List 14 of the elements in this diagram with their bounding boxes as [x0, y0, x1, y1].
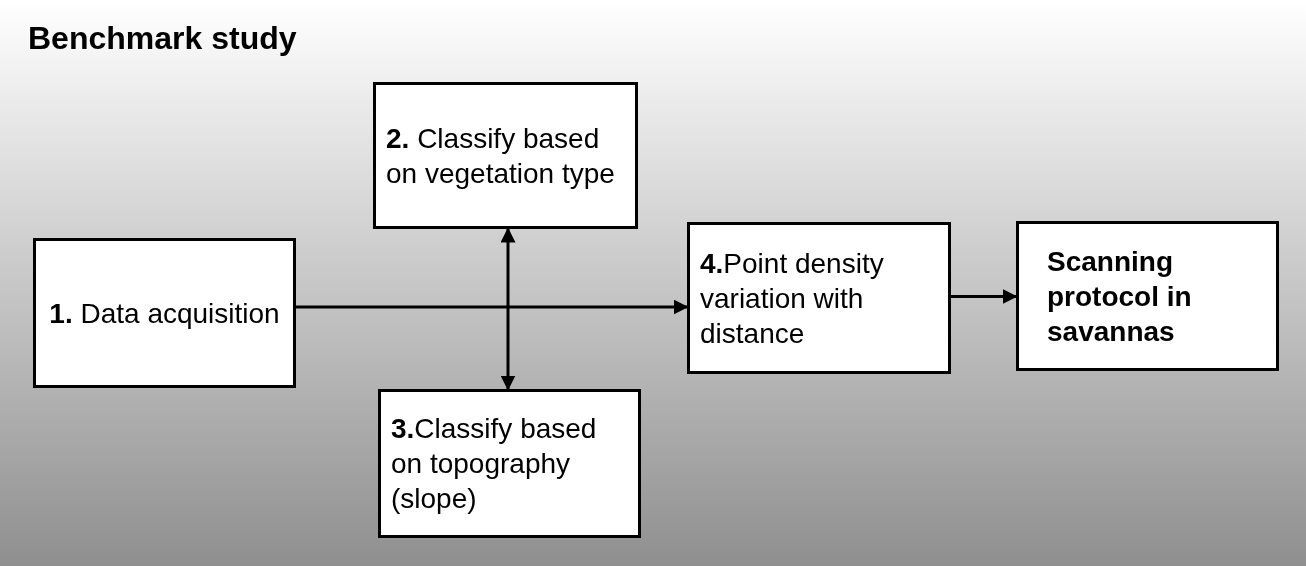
group-label: Benchmark study	[28, 19, 297, 58]
step-text: 3.Classify based on topography (slope)	[391, 412, 598, 516]
process-box	[1016, 221, 1279, 371]
process-box	[33, 238, 296, 388]
process-box	[378, 389, 641, 538]
step-text: Scanning protocol in savannas	[1047, 244, 1193, 349]
process-box	[687, 222, 951, 374]
arrow	[500, 227, 516, 391]
step-text: 2. Classify based on vegetation type	[386, 121, 616, 191]
process-box	[373, 82, 638, 229]
step-text: 1. Data acquisition	[48, 296, 281, 331]
step-text: 4.Point density variation with distance	[700, 246, 885, 351]
arrow	[951, 289, 1018, 304]
arrow	[296, 299, 689, 315]
